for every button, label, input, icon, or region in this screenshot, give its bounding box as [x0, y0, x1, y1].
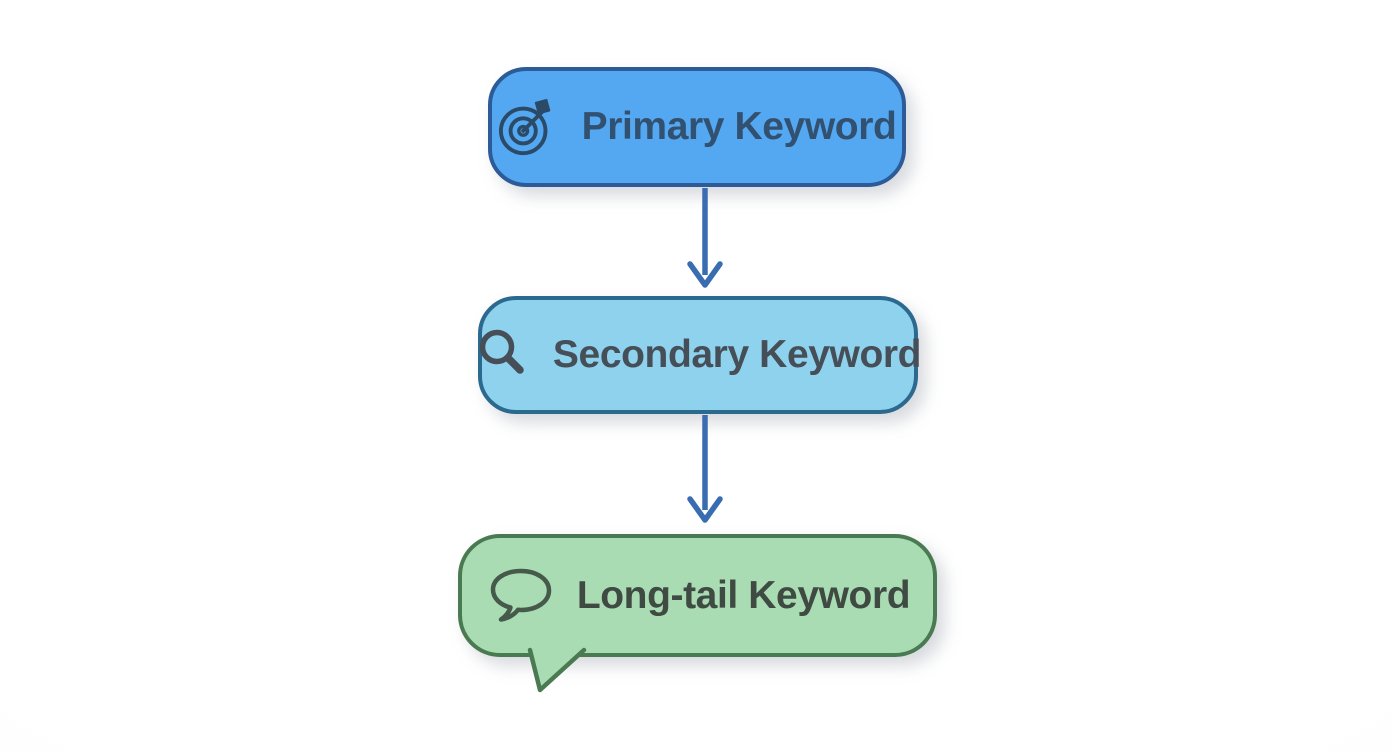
arrow-down-icon — [687, 188, 723, 288]
speech-bubble-tail — [527, 647, 587, 693]
node-longtail-keyword: Long-tail Keyword — [458, 534, 937, 693]
target-icon — [498, 96, 560, 158]
node-label-longtail: Long-tail Keyword — [576, 573, 911, 617]
node-label-secondary: Secondary Keyword — [552, 333, 922, 376]
arrow-down-icon — [687, 415, 723, 523]
search-icon — [475, 327, 531, 383]
speech-bubble-icon — [485, 566, 555, 626]
node-label-primary: Primary Keyword — [581, 105, 897, 148]
node-secondary-keyword: Secondary Keyword — [475, 296, 922, 414]
node-primary-keyword: Primary Keyword — [488, 67, 906, 187]
